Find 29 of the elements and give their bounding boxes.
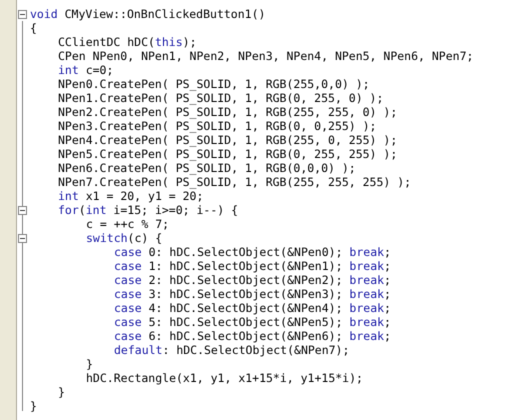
code-line: case 1: hDC.SelectObject(&NPen1); break; [114, 259, 391, 273]
code-line: int c=0; [58, 63, 114, 77]
code-line: CPen NPen0, NPen1, NPen2, NPen3, NPen4, NPen5, NPen6, NPen7; [58, 49, 474, 63]
code-line: void CMyView::OnBnClickedButton1() [30, 7, 266, 21]
code-line: } [86, 357, 93, 371]
code-line: NPen4.CreatePen( PS_SOLID, 1, RGB(255, 0, 255) ); [58, 133, 398, 147]
code-line: for(int i=15; i>=0; i--) { [58, 203, 238, 217]
code-line: case 3: hDC.SelectObject(&NPen3); break; [114, 287, 391, 301]
code-line: NPen3.CreatePen( PS_SOLID, 1, RGB(0, 0,255) ); [58, 119, 376, 133]
code-line: NPen5.CreatePen( PS_SOLID, 1, RGB(0, 255, 255) ); [58, 147, 398, 161]
code-line: case 0: hDC.SelectObject(&NPen0); break; [114, 245, 391, 259]
code-line: case 5: hDC.SelectObject(&NPen5); break; [114, 315, 391, 329]
code-line: NPen6.CreatePen( PS_SOLID, 1, RGB(0,0,0) ); [58, 161, 356, 175]
code-line: NPen7.CreatePen( PS_SOLID, 1, RGB(255, 255, 255) ); [58, 175, 412, 189]
code-line: int x1 = 20, y1 = 20; [58, 189, 204, 203]
code-line: } [30, 399, 37, 413]
code-line: c = ++c % 7; [86, 217, 170, 231]
code-line: case 2: hDC.SelectObject(&NPen2); break; [114, 273, 391, 287]
code-line: NPen2.CreatePen( PS_SOLID, 1, RGB(255, 255, 0) ); [58, 105, 398, 119]
code-line: case 4: hDC.SelectObject(&NPen4); break; [114, 301, 391, 315]
code-line: switch(c) { [86, 231, 162, 245]
code-line: NPen1.CreatePen( PS_SOLID, 1, RGB(0, 255, 0) ); [58, 91, 384, 105]
code-line: { [30, 21, 37, 35]
code-line: CClientDC hDC(this); [58, 35, 196, 49]
code-line: default: hDC.SelectObject(&NPen7); [114, 343, 350, 357]
code-line: hDC.Rectangle(x1, y1, x1+15*i, y1+15*i); [86, 371, 363, 385]
code-line: case 6: hDC.SelectObject(&NPen6); break; [114, 329, 391, 343]
code-line: } [58, 385, 65, 399]
code-line: NPen0.CreatePen( PS_SOLID, 1, RGB(255,0,0) ); [58, 77, 370, 91]
